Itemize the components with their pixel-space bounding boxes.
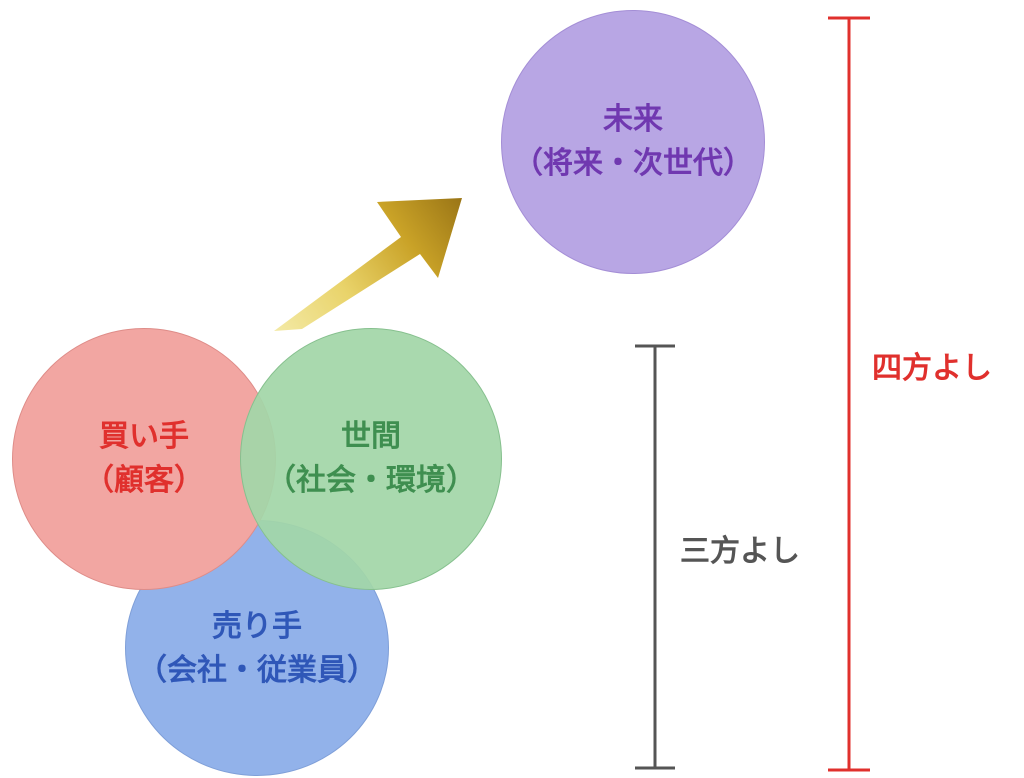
circle-future: 未来 （将来・次世代）: [501, 10, 765, 274]
label-three-way-good: 三方よし: [680, 534, 800, 569]
circle-society: 世間 （社会・環境）: [240, 328, 502, 590]
bracket-four: [828, 16, 870, 772]
seller-subtitle: （会社・従業員）: [137, 653, 377, 688]
society-title: 世間: [341, 419, 401, 454]
future-subtitle: （将来・次世代）: [513, 146, 753, 181]
society-subtitle: （社会・環境）: [266, 463, 476, 498]
label-four-way-good: 四方よし: [872, 351, 992, 386]
future-title: 未来: [603, 102, 663, 137]
bracket-three: [635, 344, 675, 770]
buyer-title: 買い手: [99, 419, 189, 454]
seller-title: 売り手: [212, 609, 302, 644]
buyer-subtitle: （顧客）: [84, 463, 204, 498]
gold-arrow-icon: [274, 198, 462, 331]
